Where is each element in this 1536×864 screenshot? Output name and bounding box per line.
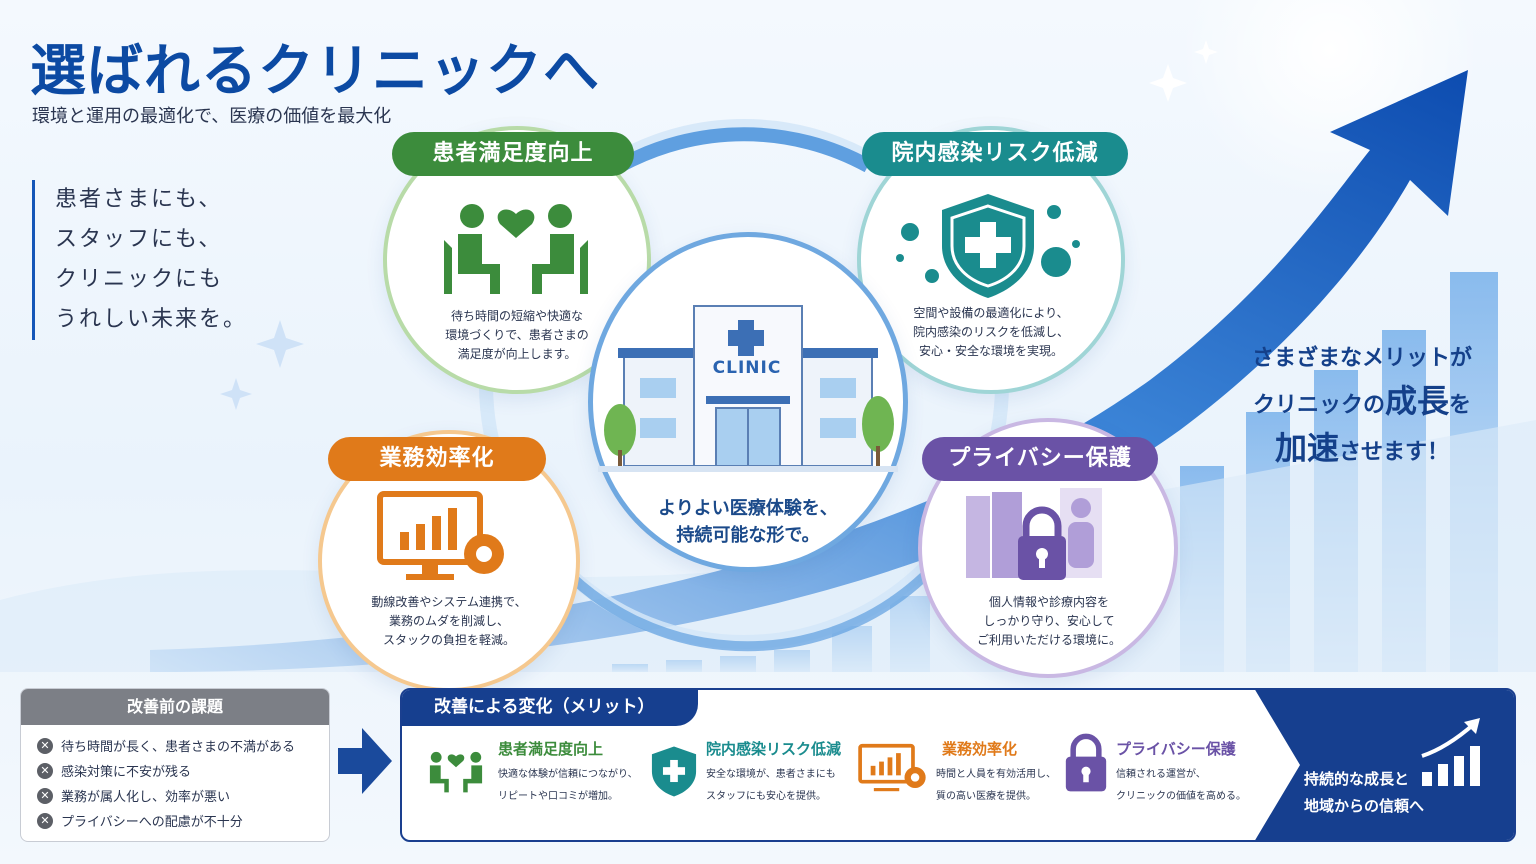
shield-plus-icon	[651, 746, 697, 797]
tagline-line: うれしい未来を。	[55, 307, 248, 332]
merit-title: 院内感染リスク低減	[706, 740, 842, 758]
satisfaction-label: 患者満足度向上	[392, 132, 634, 176]
patient-staff-heart-icon	[429, 751, 483, 793]
after-merits-panel: 改善による変化（メリット）	[400, 688, 1516, 842]
page-title: 選ばれるクリニックへ	[30, 39, 600, 104]
infection-description: 空間や設備の最適化により、 院内感染のリスクを低減し、 安心・安全な環境を実現。	[912, 306, 1069, 358]
lock-icon	[1065, 733, 1107, 792]
shield-virus-icon	[896, 194, 1080, 298]
infection-label: 院内感染リスク低減	[862, 132, 1128, 176]
lock-privacy-icon	[966, 488, 1102, 580]
efficiency-description: 動線改善やシステム連携で、 業務のムダを削減し、 スタックの負担を軽減。	[371, 595, 527, 647]
after-merits-title: 改善による変化（メリット）	[402, 690, 698, 726]
privacy-description: 個人情報や診療内容を しっかり守り、安心して ご利用いただける環境に。	[976, 595, 1121, 647]
merit-title: プライバシー保護	[1116, 740, 1236, 758]
tagline-line: クリニックにも	[55, 267, 224, 292]
merit-description: 信頼される運営が、 クリニックの価値を高める。	[1116, 769, 1246, 802]
result-message: 持続的な成長と 地域からの信頼へ	[1304, 770, 1425, 815]
list-item: ✕業務が属人化し、効率が悪い	[37, 783, 329, 808]
x-circle-icon: ✕	[37, 812, 53, 829]
merit-title: 業務効率化	[942, 740, 1018, 758]
merit-title: 患者満足度向上	[498, 740, 604, 758]
monitor-gear-icon	[858, 743, 926, 792]
satisfaction-description: 待ち時間の短縮や快適な 環境づくりで、患者さまの 満足度が向上します。	[445, 309, 589, 361]
x-circle-icon: ✕	[37, 787, 53, 804]
list-item: ✕感染対策に不安が残る	[37, 758, 329, 783]
x-circle-icon: ✕	[37, 737, 53, 754]
arrow-right-icon	[338, 728, 392, 794]
page-subtitle: 環境と運用の最適化で、医療の価値を最大化	[32, 106, 392, 127]
x-circle-icon: ✕	[37, 762, 53, 779]
list-item: ✕プライバシーへの配慮が不十分	[37, 808, 329, 833]
monitor-gear-icon	[377, 491, 504, 580]
tagline: 患者さまにも、 スタッフにも、 クリニックにも うれしい未来を。	[32, 180, 247, 340]
tagline-line: 患者さまにも、	[55, 187, 223, 212]
merit-description: 時間と人員を有効活用し、 質の高い医療を提供。	[936, 769, 1056, 802]
before-issues-title: 改善前の課題	[21, 689, 329, 725]
center-message: よりよい医療体験を、 持続可能な形で。	[658, 498, 838, 546]
before-issues-panel: 改善前の課題 ✕待ち時間が長く、患者さまの不満がある ✕感染対策に不安が残る ✕…	[20, 688, 330, 842]
growth-chart-icon	[1421, 718, 1480, 786]
growth-message: さまざまなメリットが クリニックの成長を 加速させます！	[1251, 346, 1472, 467]
clinic-building-icon	[598, 305, 898, 472]
patient-staff-heart-icon	[444, 204, 588, 294]
privacy-label: プライバシー保護	[922, 437, 1158, 481]
merit-description: 安全な環境が、患者さまにも スタッフにも安心を提供。	[706, 769, 836, 802]
list-item: ✕待ち時間が長く、患者さまの不満がある	[37, 733, 329, 758]
clinic-sign: CLINIC	[712, 358, 782, 378]
efficiency-label: 業務効率化	[328, 437, 546, 481]
merit-description: 快適な体験が信頼につながり、 リピートや口コミが増加。	[498, 769, 638, 802]
tagline-line: スタッフにも、	[55, 227, 223, 252]
